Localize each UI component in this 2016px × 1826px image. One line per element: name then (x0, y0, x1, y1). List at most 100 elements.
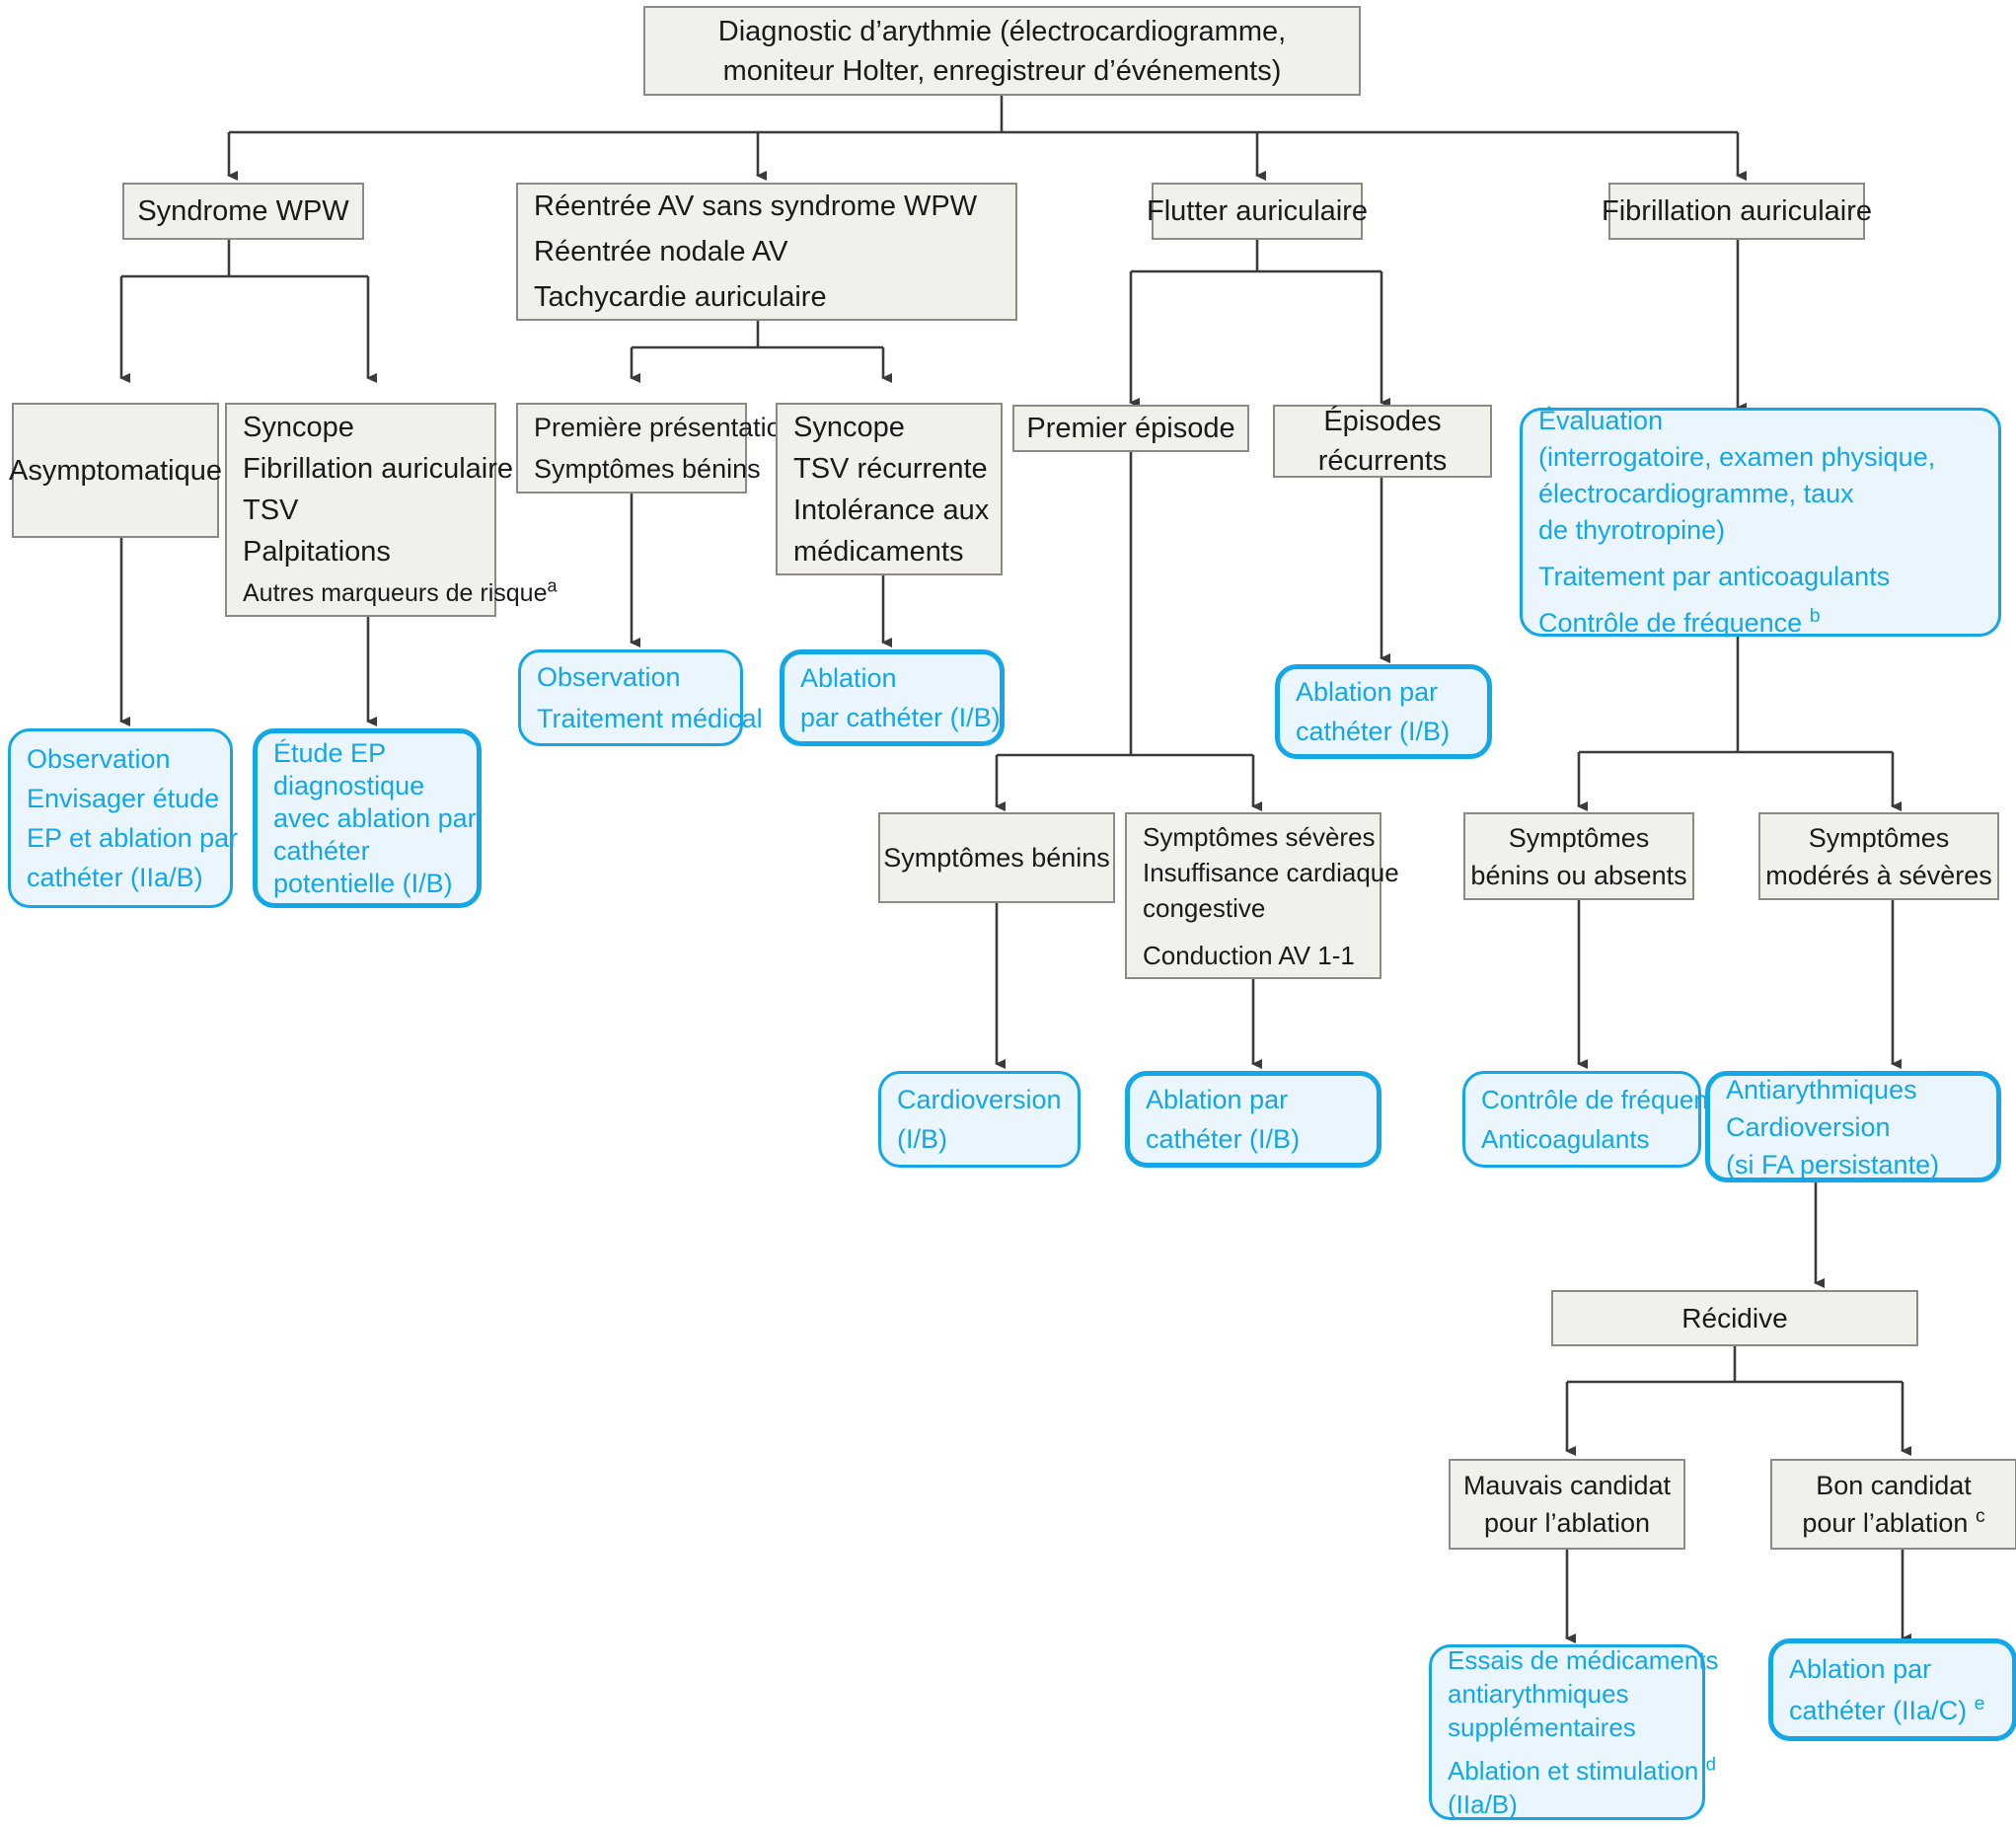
node-antiarythmiques[interactable]: Antiarythmiques Cardioversion (si FA per… (1705, 1071, 2001, 1182)
node-episodes-recurrents-line-0: Épisodes (1323, 406, 1442, 437)
node-ablation-cath-1-line-1: par cathéter (I/B) (800, 703, 1001, 732)
node-ablation-cath-1[interactable]: Ablation par cathéter (I/B) (780, 649, 1005, 746)
node-evaluation-line-0: Évaluation (1538, 406, 1664, 435)
node-observation-envisager-line-1: Envisager étude (27, 784, 220, 813)
node-ablation-cath-2[interactable]: Ablation par cathéter (I/B) (1275, 664, 1492, 759)
node-flutter-label: Flutter auriculaire (1146, 195, 1369, 227)
node-bon-candidat-sup-line: pour l’ablation c (1802, 1504, 1984, 1542)
node-evaluation-line-3: de thyrotropine) (1538, 515, 1726, 545)
node-evaluation-line-4: Traitement par anticoagulants (1538, 562, 1891, 591)
node-etude-ep-line-2: avec ablation par (273, 802, 477, 833)
node-evaluation-rate-text: Contrôle de fréquence (1538, 608, 1810, 638)
node-ablation-cath-3-line-1: cathéter (I/B) (1146, 1124, 1301, 1154)
node-bon-candidat-line-0: Bon candidat (1816, 1471, 1972, 1500)
node-etude-ep[interactable]: Étude EP diagnostique avec ablation par … (253, 728, 482, 908)
node-evaluation-line-1: (interrogatoire, examen physique, (1538, 442, 1936, 472)
node-fibrillation[interactable]: Fibrillation auriculaire (1602, 183, 1872, 240)
node-symptomes-severes-line-1: Insuffisance cardiaque (1143, 857, 1399, 887)
node-syncope-tsv-line-3: médicaments (793, 535, 964, 568)
node-asymptomatique[interactable]: Asymptomatique (9, 403, 222, 538)
node-antiarythmiques-line-2: (si FA persistante) (1726, 1149, 1940, 1179)
node-syncope-wpw-line-2: TSV (243, 494, 299, 526)
node-premiere-presentation-line-1: Symptômes bénins (534, 454, 761, 484)
node-observation-traitement-line-1: Traitement médical (537, 704, 763, 733)
node-syndrome-wpw[interactable]: Syndrome WPW (122, 183, 364, 240)
node-observation-traitement[interactable]: Observation Traitement médical (518, 649, 763, 746)
node-etude-ep-line-0: Étude EP (273, 737, 387, 768)
node-ablation-cath-3[interactable]: Ablation par cathéter (I/B) (1125, 1071, 1381, 1168)
node-evaluation-line-2: électrocardiogramme, taux (1538, 479, 1854, 508)
node-cardioversion-line-1: (I/B) (897, 1124, 947, 1154)
node-ablation-cath-2-line-1: cathéter (I/B) (1296, 717, 1451, 746)
node-controle-frequence-line-0: Contrôle de fréquence (1481, 1085, 1736, 1114)
node-antiarythmiques-line-1: Cardioversion (1726, 1111, 1891, 1142)
node-antiarythmiques-line-0: Antiarythmiques (1726, 1074, 1917, 1104)
node-syncope-wpw-risk-text: Autres marqueurs de risque (243, 578, 548, 607)
node-flutter[interactable]: Flutter auriculaire (1147, 183, 1368, 240)
node-root-line-1: moniteur Holter, enregistreur d’événemen… (722, 54, 1282, 87)
node-symptomes-moderes-line-1: modérés à sévères (1765, 860, 1992, 890)
node-episodes-recurrents[interactable]: Épisodes récurrents (1273, 405, 1492, 478)
node-symptomes-moderes[interactable]: Symptômes modérés à sévères (1758, 812, 1999, 900)
node-premiere-presentation-line-0: Première présentation (534, 413, 796, 442)
node-symptomes-severes[interactable]: Symptômes sévères Insuffisance cardiaque… (1125, 812, 1399, 979)
node-syncope-wpw-risk-line: Autres marqueurs de risquea (243, 572, 558, 614)
node-symptomes-benins-absents[interactable]: Symptômes bénins ou absents (1463, 812, 1694, 900)
node-essais-medicaments-tail: (IIa/B) (1448, 1789, 1518, 1819)
node-syncope-tsv[interactable]: Syncope TSV récurrente Intolérance aux m… (776, 403, 1003, 575)
node-recidive-label: Récidive (1681, 1302, 1788, 1333)
node-reentree-line-1: Réentrée nodale AV (534, 236, 788, 267)
node-reentree[interactable]: Réentrée AV sans syndrome WPW Réentrée n… (516, 183, 1017, 321)
node-syncope-wpw-line-1: Fibrillation auriculaire (243, 452, 513, 485)
node-syncope-tsv-line-1: TSV récurrente (793, 452, 988, 485)
node-cardioversion-line-0: Cardioversion (897, 1085, 1062, 1114)
node-observation-envisager-line-2: EP et ablation par (27, 823, 239, 853)
node-premiere-presentation[interactable]: Première présentation Symptômes bénins (516, 403, 796, 494)
node-syncope-wpw-line-0: Syncope (243, 411, 354, 443)
footnote-marker-e: e (1974, 1693, 1985, 1714)
node-bon-candidat[interactable]: Bon candidat pour l’ablation c (1770, 1459, 2016, 1550)
node-recidive[interactable]: Récidive (1551, 1290, 1918, 1346)
node-reentree-line-2: Tachycardie auriculaire (534, 281, 827, 313)
node-controle-frequence[interactable]: Contrôle de fréquence Anticoagulants (1462, 1071, 1735, 1168)
footnote-marker-c: c (1975, 1505, 1985, 1527)
node-syndrome-wpw-label: Syndrome WPW (137, 195, 349, 227)
node-ablation-iiac[interactable]: Ablation par cathéter (IIa/C) e (1768, 1638, 2016, 1741)
node-essais-medicaments-line-2: supplémentaires (1448, 1712, 1636, 1742)
node-observation-traitement-line-0: Observation (537, 662, 681, 692)
node-symptomes-severes-line-3: Conduction AV 1-1 (1143, 940, 1355, 970)
footnote-marker-b: b (1809, 605, 1821, 627)
node-premier-episode-label: Premier épisode (1026, 413, 1235, 444)
node-symptomes-benins-absents-line-1: bénins ou absents (1470, 860, 1687, 890)
node-syncope-tsv-line-2: Intolérance aux (793, 494, 990, 526)
node-etude-ep-line-4: potentielle (I/B) (273, 868, 453, 898)
node-fibrillation-label: Fibrillation auriculaire (1602, 195, 1872, 227)
node-essais-medicaments-line-0: Essais de médicaments (1448, 1645, 1719, 1675)
footnote-marker-d: d (1705, 1753, 1716, 1775)
footnote-marker-a: a (547, 575, 558, 596)
node-symptomes-severes-line-0: Symptômes sévères (1143, 821, 1376, 852)
node-cardioversion[interactable]: Cardioversion (I/B) (878, 1071, 1081, 1168)
node-symptomes-moderes-line-0: Symptômes (1808, 822, 1950, 853)
node-ablation-cath-1-line-0: Ablation (800, 663, 897, 693)
node-symptomes-benins-flutter[interactable]: Symptômes bénins (878, 812, 1115, 903)
node-ablation-cath-3-line-0: Ablation par (1146, 1085, 1289, 1114)
node-premier-episode[interactable]: Premier épisode (1012, 405, 1249, 452)
node-ablation-iiac-sup-text: cathéter (IIa/C) (1789, 1696, 1975, 1725)
node-essais-medicaments[interactable]: Essais de médicaments antiarythmiques su… (1429, 1644, 1719, 1820)
node-root[interactable]: Diagnostic d’arythmie (électrocardiogram… (643, 6, 1361, 96)
node-syncope-wpw-line-3: Palpitations (243, 535, 391, 568)
node-syncope-wpw[interactable]: Syncope Fibrillation auriculaire TSV Pal… (225, 403, 558, 617)
node-observation-envisager-line-3: cathéter (IIa/B) (27, 863, 203, 892)
node-mauvais-candidat[interactable]: Mauvais candidat pour l’ablation (1449, 1459, 1685, 1550)
node-ablation-iiac-line-0: Ablation par (1789, 1654, 1932, 1684)
node-mauvais-candidat-line-1: pour l’ablation (1483, 1508, 1651, 1538)
node-etude-ep-line-1: diagnostique (273, 770, 425, 800)
node-evaluation[interactable]: Évaluation (interrogatoire, examen physi… (1520, 406, 2001, 638)
node-symptomes-benins-flutter-label: Symptômes bénins (883, 843, 1110, 873)
node-ablation-cath-2-line-0: Ablation par (1296, 677, 1439, 707)
node-ablation-iiac-sup-line: cathéter (IIa/C) e (1789, 1690, 1984, 1731)
node-observation-envisager[interactable]: Observation Envisager étude EP et ablati… (8, 728, 238, 908)
node-episodes-recurrents-line-1: récurrents (1317, 445, 1448, 477)
